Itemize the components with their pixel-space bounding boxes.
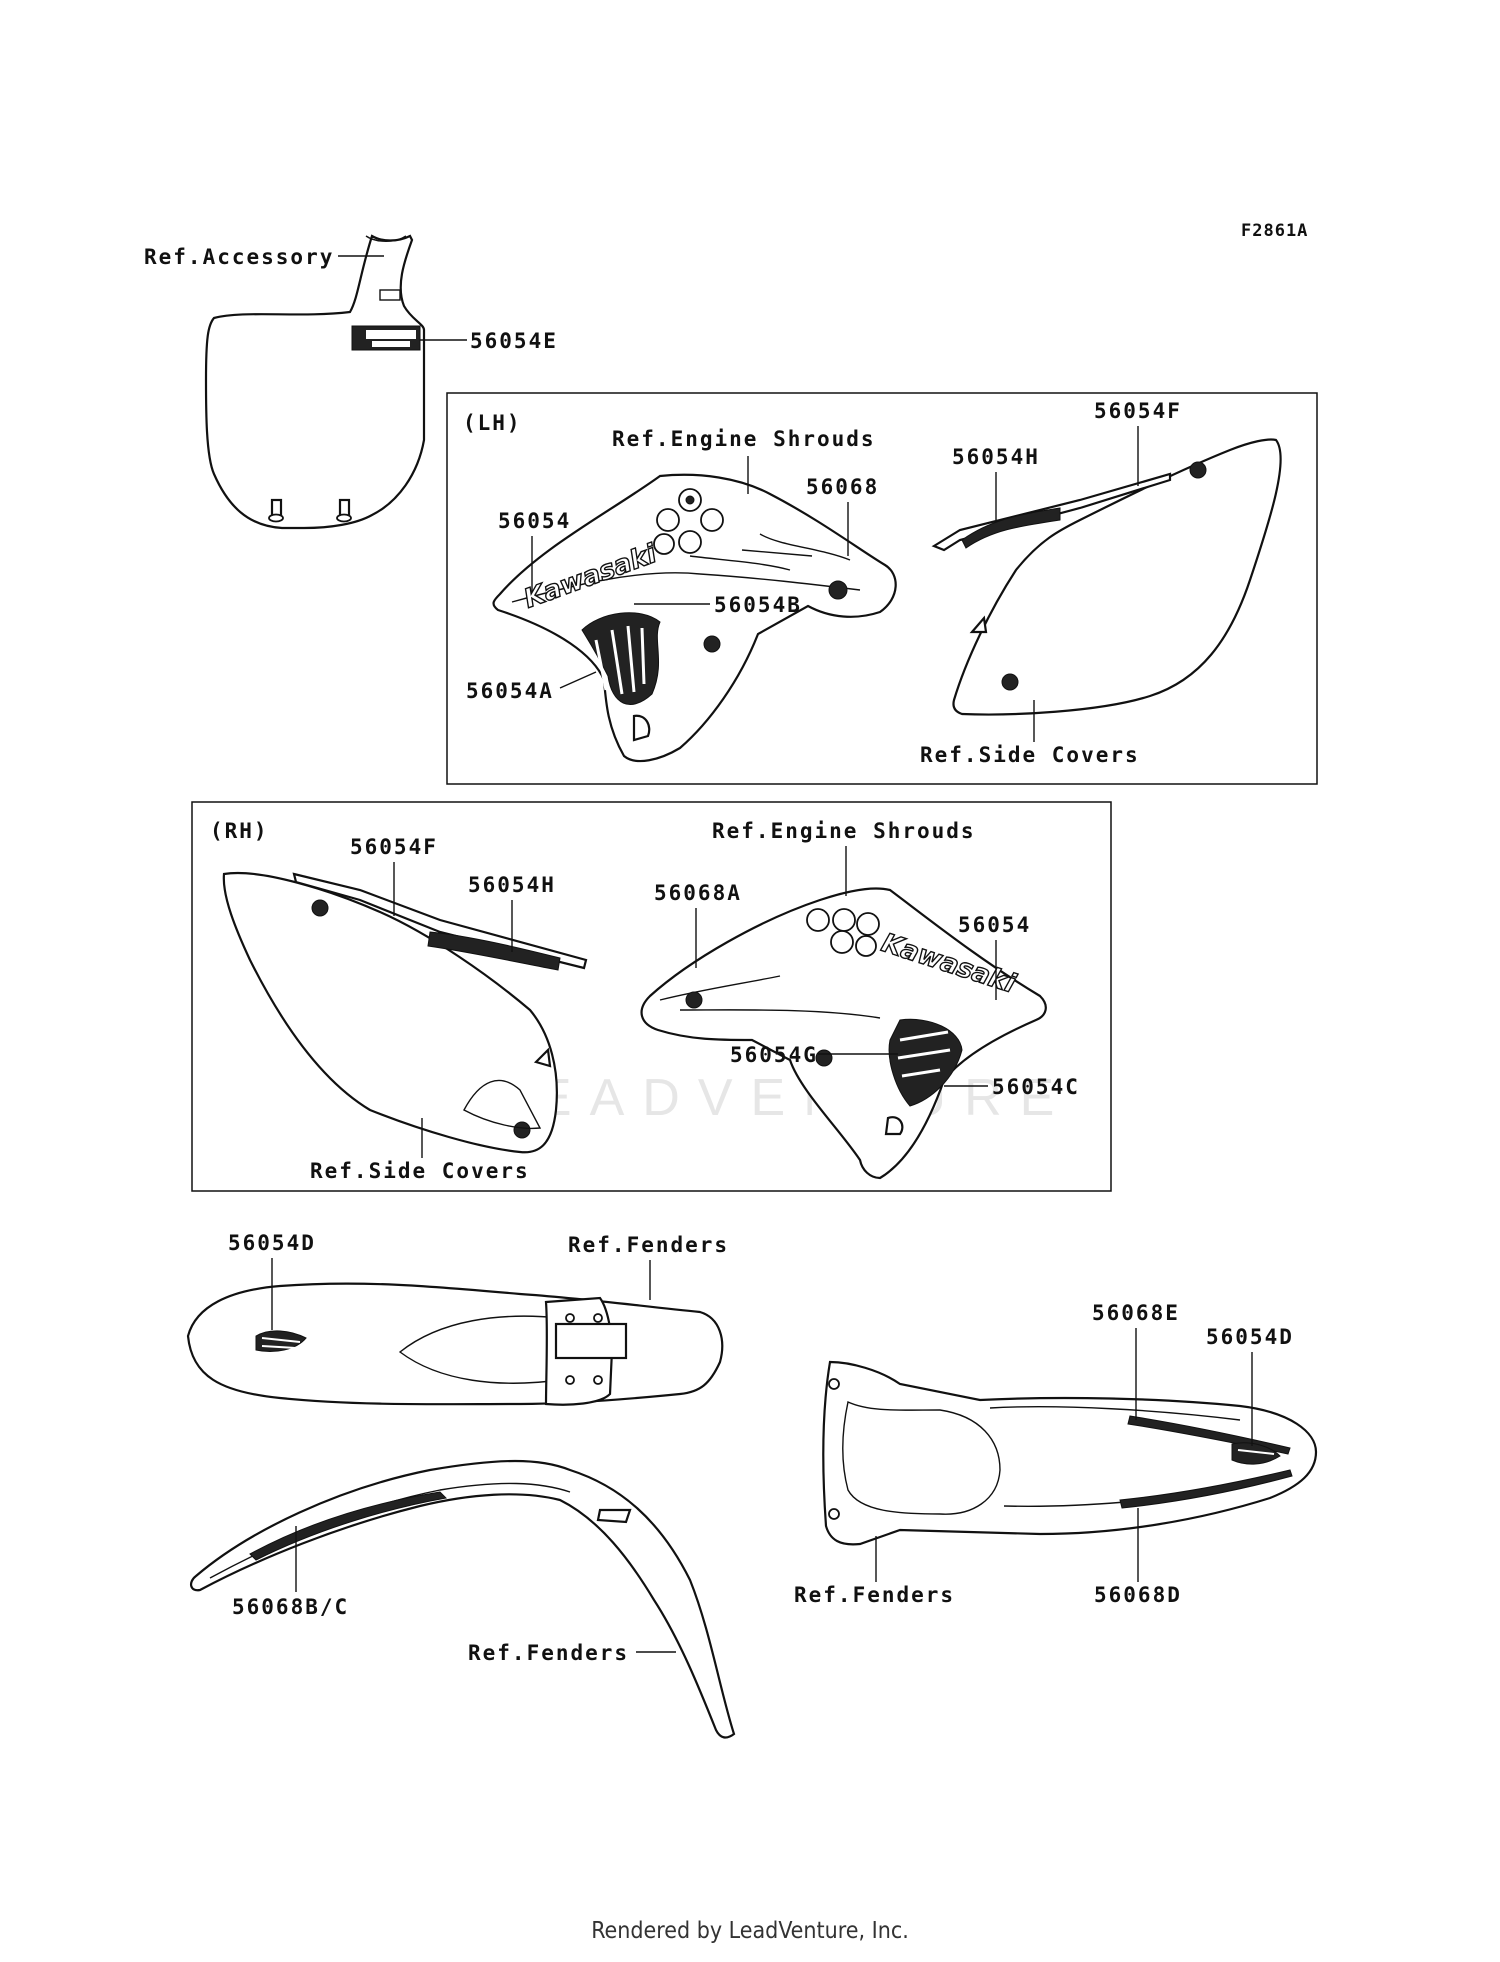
rh-label-56054G: 56054G: [730, 1043, 818, 1067]
rear-label-56068D: 56068D: [1094, 1583, 1182, 1607]
front-label-56054D: 56054D: [228, 1231, 316, 1255]
rh-engine-shroud: Kawasaki: [640, 887, 1047, 1180]
lh-engine-shroud: Kawasaki: [492, 473, 897, 763]
number-plate: [204, 234, 426, 530]
rh-section-label: (RH): [210, 819, 269, 843]
figure-code: F2861A: [1241, 221, 1308, 241]
rh-label-56054C: 56054C: [992, 1075, 1080, 1099]
lh-side-cover: [931, 438, 1282, 716]
rear-label-56068E: 56068E: [1092, 1301, 1180, 1325]
rh-label-side-covers: Ref.Side Covers: [310, 1159, 530, 1183]
lh-label-56054: 56054: [498, 509, 571, 533]
lh-label-56054B: 56054B: [714, 593, 802, 617]
front-label-ref-fenders: Ref.Fenders: [568, 1233, 729, 1257]
front-fender-side: [190, 1459, 736, 1739]
front-fender-top: [186, 1282, 724, 1406]
rh-label-56068A: 56068A: [654, 881, 742, 905]
watermark: LEADVENTURE: [490, 1069, 1072, 1127]
label-56054E: 56054E: [470, 329, 558, 353]
rear-fender: [822, 1360, 1318, 1546]
rh-section-box: [191, 801, 1112, 1192]
lh-label-56054A: 56054A: [466, 679, 554, 703]
lh-section-label: (LH): [463, 411, 522, 435]
front-label-ref-fenders-2: Ref.Fenders: [468, 1641, 629, 1665]
lh-section-box: [446, 392, 1318, 785]
rear-label-ref-fenders: Ref.Fenders: [794, 1583, 955, 1607]
footer-credit: Rendered by LeadVenture, Inc.: [591, 1918, 909, 1944]
rh-label-56054F: 56054F: [350, 835, 438, 859]
rh-side-cover: [222, 871, 588, 1154]
lh-label-56068: 56068: [806, 475, 879, 499]
lh-label-56054F: 56054F: [1094, 399, 1182, 423]
rear-label-56054D: 56054D: [1206, 1325, 1294, 1349]
rh-label-engine-shrouds: Ref.Engine Shrouds: [712, 819, 976, 843]
lh-label-engine-shrouds: Ref.Engine Shrouds: [612, 427, 876, 451]
label-ref-accessory: Ref.Accessory: [144, 245, 334, 269]
lh-leader-56054A: [559, 671, 597, 689]
front-label-56068BC: 56068B/C: [232, 1595, 349, 1619]
rh-label-56054: 56054: [958, 913, 1031, 937]
lh-label-side-covers: Ref.Side Covers: [920, 743, 1140, 767]
lh-label-56054H: 56054H: [952, 445, 1040, 469]
rh-label-56054H: 56054H: [468, 873, 556, 897]
